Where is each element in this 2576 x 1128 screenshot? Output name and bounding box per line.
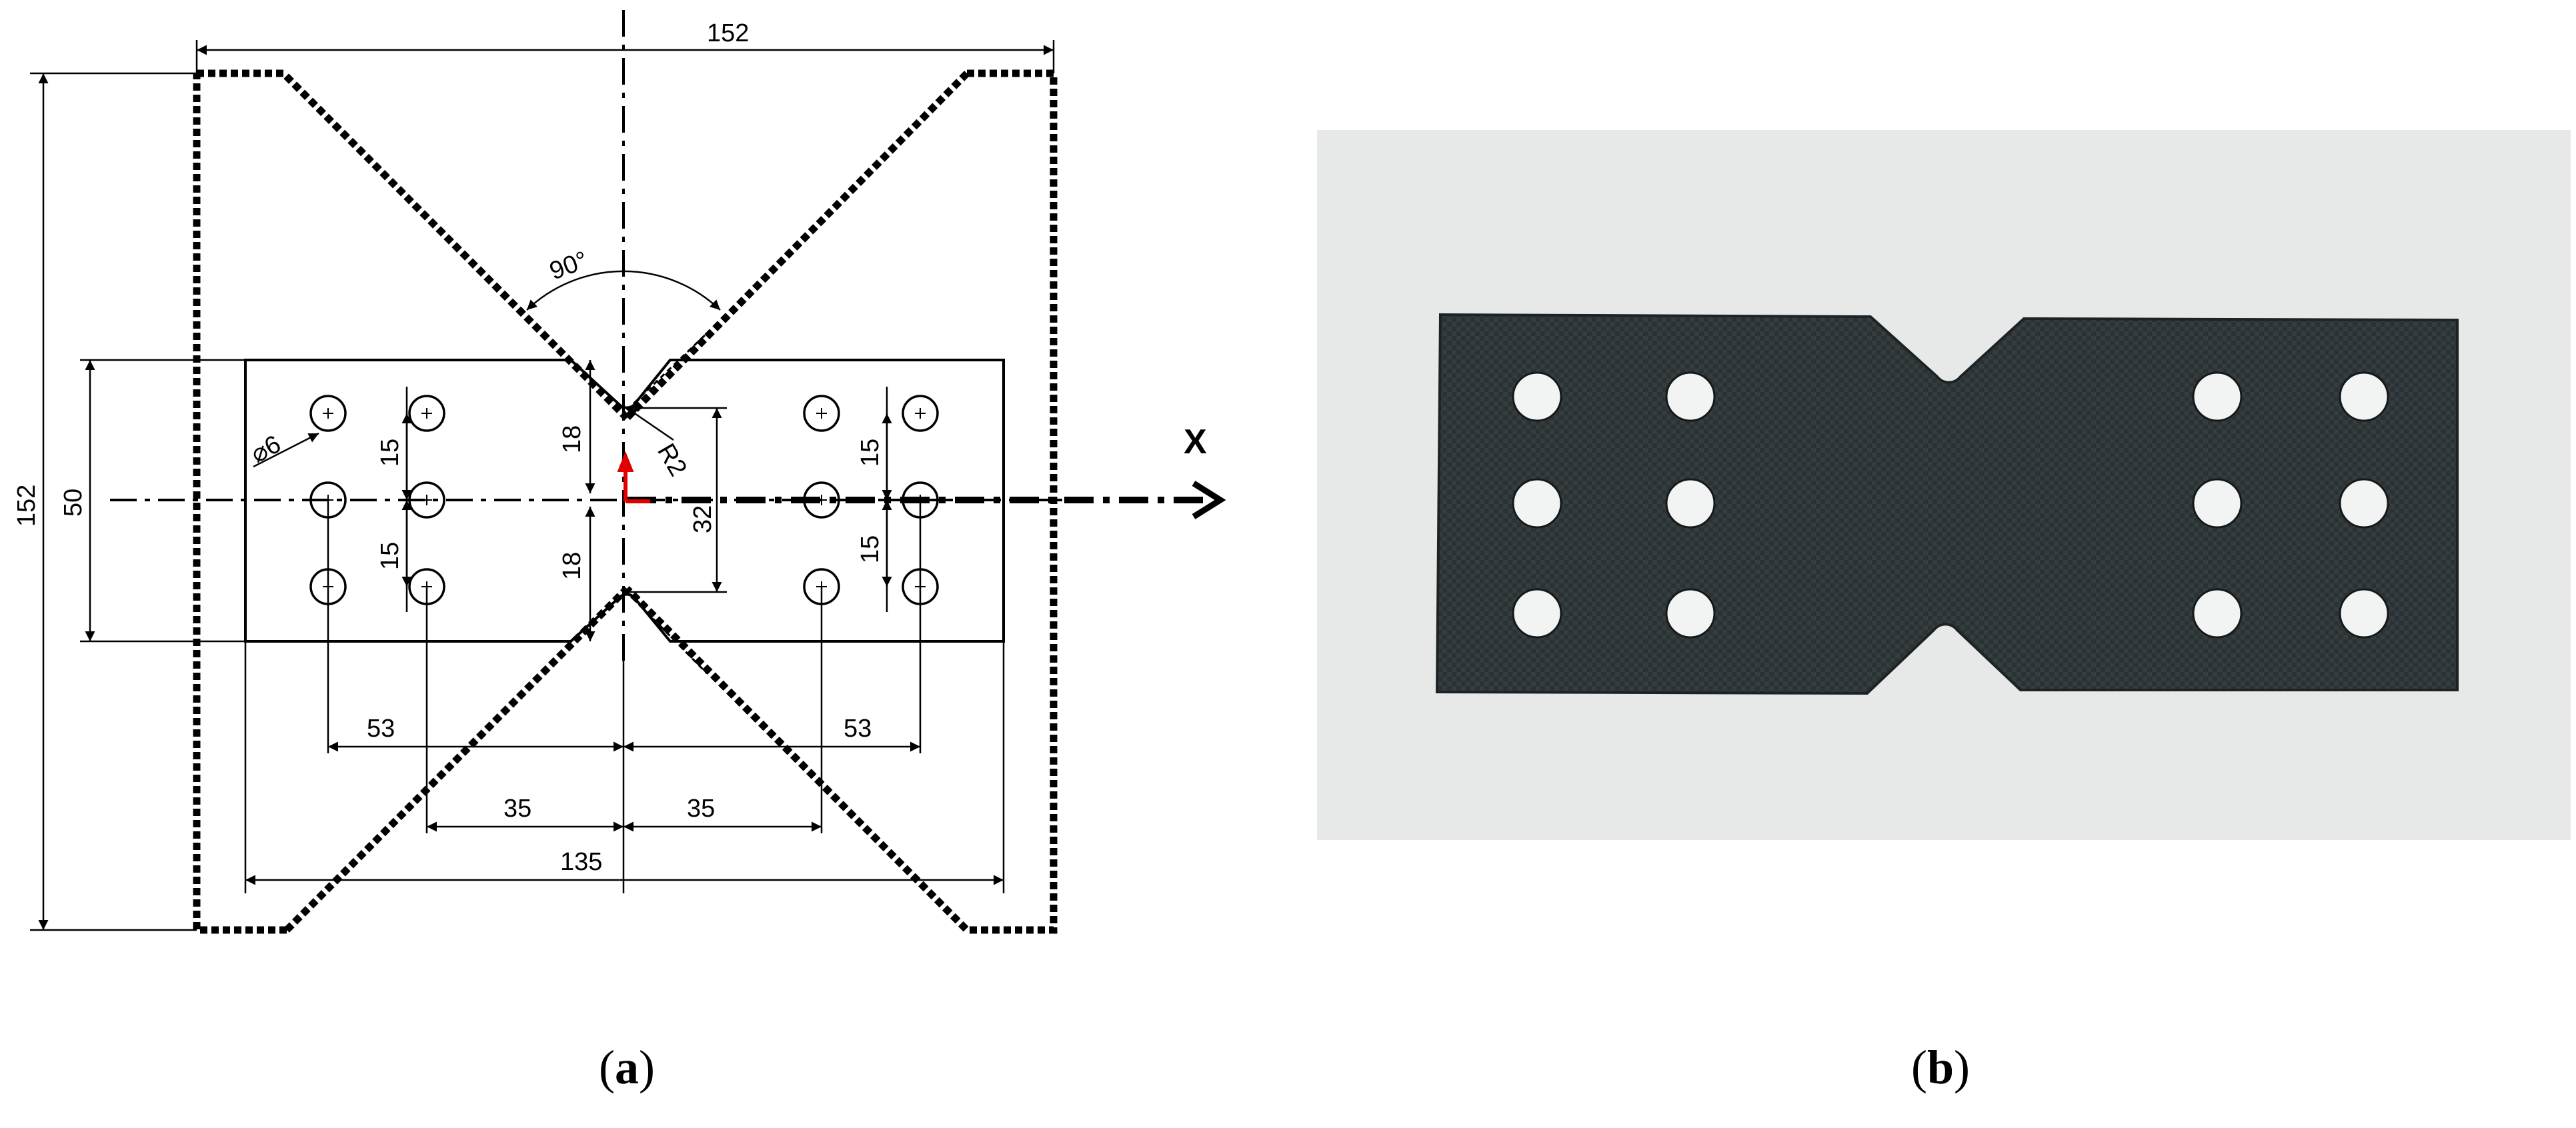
notch-guides [625,332,708,675]
x-axis-label: X [1184,423,1207,461]
technical-drawing: X [13,10,1226,934]
dim-pitch-right-lower: 15 [856,535,884,563]
dim-notch-upper: 18 [558,425,586,453]
hole-center-mark [816,495,827,505]
x-axis: X [627,423,1226,519]
specimen-hole [1512,588,1562,639]
dim-gauge: 32 [689,505,717,533]
caption-a: (a) [599,1041,655,1094]
dimension-labels: 152 152 50 90° R2 ⌀6 18 18 32 15 15 15 1… [13,19,884,876]
dim-width-top: 152 [707,19,749,47]
specimen-hole [2192,371,2243,422]
specimen-hole [1512,478,1562,529]
specimen-hole [1665,588,1716,639]
dim-pitch-left-lower: 15 [376,542,404,570]
specimen-hole [1665,478,1716,529]
dimension-lines [30,40,1055,931]
bolt-hole [803,481,840,519]
specimen-hole [2192,478,2243,529]
dim-inner-right: 35 [687,795,715,823]
dim-pitch-left-upper: 15 [376,439,404,467]
hole-center-mark [816,408,827,419]
specimen-hole [1512,371,1562,422]
bolt-holes [309,395,939,605]
specimen-hole [1665,371,1716,422]
hole-center-mark [323,408,333,419]
bolt-hole [902,395,939,432]
specimen-photo [1317,130,2571,840]
caption-b: (b) [1910,1041,1970,1094]
bolt-hole [803,395,840,432]
dim-angle: 90° [546,246,591,285]
specimen-holes [1512,371,2389,639]
dim-outer-right: 53 [844,715,872,743]
dim-height-left: 152 [13,485,41,527]
bolt-hole [309,395,347,432]
origin-marker [617,451,650,503]
dim-inner-left: 35 [503,795,531,823]
specimen-hole [2339,588,2389,639]
specimen-hole [2339,371,2389,422]
dim-pitch-right-upper: 15 [856,439,884,467]
dim-specimen-height: 50 [59,489,87,517]
dim-specimen-length: 135 [560,848,602,876]
hole-center-mark [421,495,432,505]
dim-notch-lower: 18 [558,552,586,580]
dim-radius: R2 [652,439,692,481]
hole-center-mark [915,408,926,419]
specimen-hole [2192,588,2243,639]
hole-center-mark [421,408,432,419]
dim-hole-diameter: ⌀6 [247,430,286,469]
specimen-hole [2339,478,2389,529]
center-lines [110,10,1067,667]
dim-outer-left: 53 [367,715,395,743]
